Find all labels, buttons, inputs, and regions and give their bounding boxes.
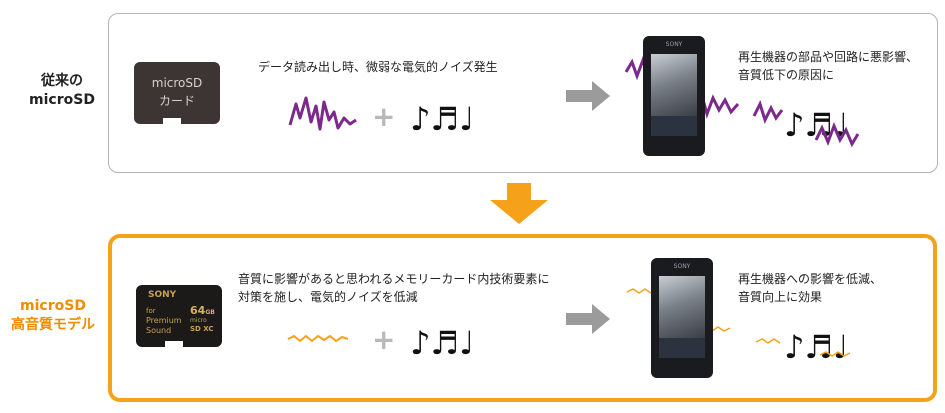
music-notes-icon: ♪♬♩ (410, 100, 474, 138)
card-for: for (146, 307, 156, 315)
conventional-description: データ読み出し時、微弱な電気的ノイズ発生 (258, 58, 558, 76)
music-player-device: SONY (643, 36, 705, 156)
card-brand: SONY (148, 290, 177, 300)
row-label-hq-line2: 高音質モデル (11, 317, 95, 333)
row-label-conventional: 従来の microSD (16, 72, 108, 110)
row-label-hq-line1: microSD (20, 298, 86, 314)
row-label-conventional-line2: microSD (29, 92, 95, 108)
noise-wave (288, 96, 357, 131)
right-arrow-icon (566, 81, 610, 111)
hq-result-line2: 音質向上に効果 (738, 290, 823, 304)
card-micro: micro (190, 317, 207, 324)
card-capacity-value: 64 (190, 304, 206, 317)
row-label-conventional-line1: 従来の (41, 73, 83, 89)
hq-panel (108, 234, 937, 402)
plus-sign: + (372, 323, 395, 356)
device-screen (651, 54, 697, 116)
hq-result: 再生機器への影響を低減、 音質向上に効果 (738, 270, 938, 306)
hq-description-line1: 音質に影響があると思われるメモリーカード内技術要素に (238, 272, 550, 286)
noise-wave (752, 100, 784, 124)
soft-noise-wave (287, 334, 349, 343)
soft-noise-wave (755, 338, 781, 344)
device-screen (659, 276, 705, 338)
conventional-panel (108, 13, 938, 173)
conventional-result: 再生機器の部品や回路に悪影響、 音質低下の原因に (738, 48, 938, 84)
card-capacity: 64GB (190, 304, 215, 317)
card-notch (163, 118, 181, 125)
device-brand: SONY (673, 263, 691, 270)
microsd-card-conventional: microSD カード (134, 62, 220, 124)
device-screen-controls (651, 116, 697, 136)
conventional-description-line1: データ読み出し時、微弱な電気的ノイズ発生 (258, 60, 498, 74)
music-player-device: SONY (651, 258, 713, 378)
soft-noise-wave (819, 351, 851, 357)
card-notch (165, 341, 183, 348)
music-notes-icon: ♪♬♩ (410, 324, 474, 362)
device-brand: SONY (665, 41, 683, 48)
card-label-line2: カード (158, 94, 195, 108)
row-label-hq: microSD 高音質モデル (0, 297, 106, 335)
plus-sign: + (372, 100, 395, 133)
noise-wave (814, 121, 860, 148)
hq-description: 音質に影響があると思われるメモリーカード内技術要素に 対策を施し、電気的ノイズを… (238, 270, 568, 306)
hq-description-line2: 対策を施し、電気的ノイズを低減 (238, 290, 418, 304)
conventional-result-line2: 音質低下の原因に (738, 68, 835, 82)
card-premium: Premium (146, 316, 182, 325)
card-sound: Sound (146, 326, 172, 335)
hq-result-line1: 再生機器への影響を低減、 (738, 272, 883, 286)
card-capacity-unit: GB (205, 309, 215, 316)
music-notes-icon: ♪♬♩ (784, 328, 848, 366)
device-screen-controls (659, 338, 705, 358)
conventional-result-line1: 再生機器の部品や回路に悪影響、 (738, 50, 919, 64)
right-arrow-icon (566, 304, 610, 334)
card-label-line1: microSD (151, 76, 203, 90)
microsd-card-hq: SONY for Premium Sound 64GB micro SD XC (136, 285, 222, 347)
down-arrow-icon (490, 183, 548, 224)
card-sdxc: SD XC (190, 325, 214, 333)
